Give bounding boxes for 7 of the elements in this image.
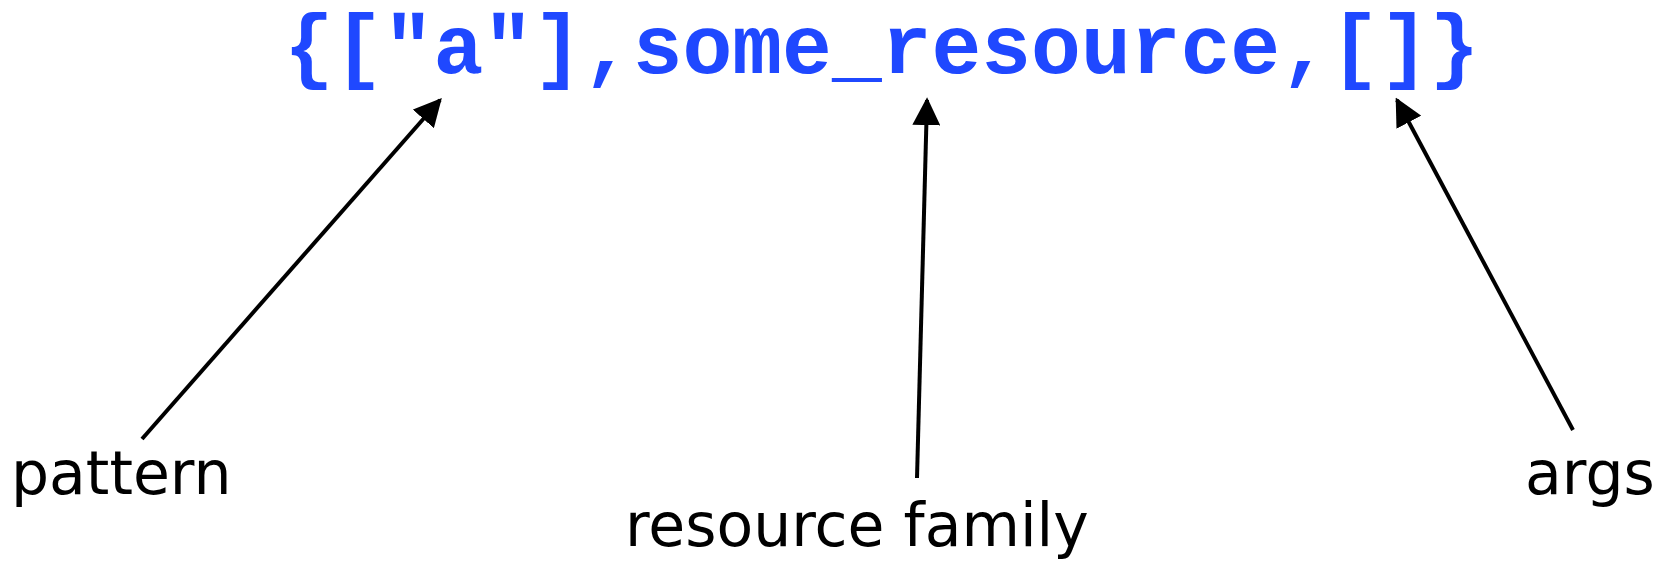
- leader-arrow: [1395, 97, 1575, 431]
- leader-arrow: [140, 97, 442, 441]
- annotation-label: pattern: [11, 440, 232, 506]
- code-expression: {["a"],some_resource,[]}: [284, 6, 1480, 98]
- leader-arrow: [912, 97, 941, 479]
- annotation-label: resource family: [625, 492, 1089, 558]
- annotation-label: args: [1525, 440, 1655, 506]
